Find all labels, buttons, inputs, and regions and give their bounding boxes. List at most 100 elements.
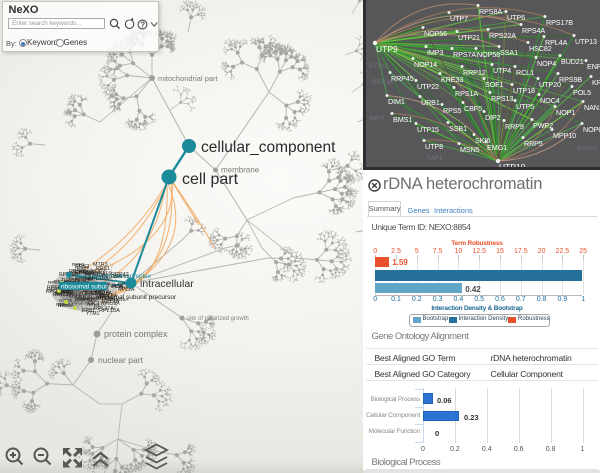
svg-text:RPL39: RPL39	[55, 292, 71, 298]
svg-text:RPS28A: RPS28A	[101, 301, 120, 307]
svg-text:UTP22: UTP22	[417, 82, 439, 91]
svg-text:RPF2: RPF2	[72, 262, 85, 268]
svg-text:ENP1: ENP1	[587, 62, 600, 71]
svg-text:membrane: membrane	[221, 166, 260, 175]
svg-text:SPB1: SPB1	[118, 282, 132, 288]
svg-text:EBP2: EBP2	[57, 290, 70, 296]
svg-text:NOP56: NOP56	[424, 29, 447, 38]
svg-text:RPS8A: RPS8A	[479, 7, 502, 16]
svg-text:ERB1: ERB1	[82, 308, 95, 314]
svg-text:YTM1: YTM1	[86, 311, 100, 317]
svg-text:RPS19A: RPS19A	[102, 274, 122, 280]
svg-text:RPL7A: RPL7A	[58, 303, 75, 309]
svg-text:NOP9: NOP9	[68, 290, 82, 296]
svg-text:UTP13: UTP13	[575, 37, 597, 46]
svg-text:UTP5: UTP5	[516, 102, 534, 111]
svg-text:UTP6: UTP6	[507, 13, 525, 22]
svg-text:BMS1: BMS1	[393, 115, 412, 124]
svg-text:ribosomal subunit: ribosomal subunit	[61, 284, 112, 291]
svg-text:SSA1: SSA1	[500, 48, 518, 57]
svg-text:POL5: POL5	[573, 88, 591, 97]
svg-text:RPS1A: RPS1A	[455, 89, 478, 98]
svg-text:RRP6: RRP6	[55, 291, 69, 297]
svg-text:DRS1: DRS1	[82, 291, 97, 297]
svg-text:NOP58: NOP58	[477, 50, 500, 59]
svg-text:RRS1: RRS1	[96, 266, 110, 272]
svg-text:SSB1: SSB1	[449, 124, 467, 133]
svg-text:IMP4: IMP4	[369, 115, 385, 122]
svg-text:IMP4: IMP4	[97, 294, 109, 300]
svg-text:RPL26A: RPL26A	[46, 289, 66, 295]
svg-text:cell part: cell part	[182, 171, 239, 188]
svg-text:RPS22A: RPS22A	[489, 31, 516, 40]
svg-text:NOP1: NOP1	[61, 289, 74, 294]
svg-text:RPS2: RPS2	[75, 264, 89, 270]
svg-text:FAF1: FAF1	[427, 155, 443, 162]
svg-text:SKI6: SKI6	[475, 136, 490, 145]
svg-text:NOP14: NOP14	[414, 60, 437, 69]
svg-text:NIP7: NIP7	[85, 276, 96, 282]
svg-text:RPL31A: RPL31A	[48, 280, 66, 285]
svg-text:RPL21A: RPL21A	[102, 283, 120, 288]
svg-text:RPL25: RPL25	[109, 284, 123, 289]
svg-text:RRP5: RRP5	[524, 139, 543, 148]
svg-text:SAS10: SAS10	[577, 145, 598, 152]
svg-text:TIF6: TIF6	[61, 278, 71, 284]
svg-text:NOP6: NOP6	[583, 125, 600, 134]
svg-text:IMP3: IMP3	[427, 48, 443, 57]
svg-text:RPL30: RPL30	[71, 277, 86, 283]
svg-text:SNU13: SNU13	[91, 296, 107, 301]
svg-text:CBF5: CBF5	[75, 270, 89, 276]
svg-text:PWP2: PWP2	[533, 121, 553, 130]
svg-text:NOC4: NOC4	[540, 96, 560, 105]
svg-text:RPL16A: RPL16A	[88, 276, 109, 282]
svg-text:RPS13: RPS13	[491, 94, 513, 103]
svg-text:SOF1: SOF1	[485, 80, 503, 89]
svg-text:RPS21A: RPS21A	[91, 291, 112, 297]
svg-text:UTP10: UTP10	[499, 162, 526, 167]
svg-text:NOP8: NOP8	[58, 303, 71, 309]
svg-text:UTP7: UTP7	[450, 14, 468, 23]
svg-text:UTP21: UTP21	[458, 33, 480, 42]
svg-text:RRP43: RRP43	[114, 274, 130, 279]
svg-text:RPL5: RPL5	[85, 271, 98, 277]
svg-text:NOP4: NOP4	[537, 59, 556, 68]
svg-text:EMG1: EMG1	[487, 143, 507, 152]
svg-text:RPL4A: RPL4A	[545, 38, 568, 47]
svg-text:DBP2: DBP2	[77, 265, 90, 270]
svg-text:MPP10: MPP10	[553, 131, 576, 140]
svg-text:NOP7: NOP7	[91, 269, 105, 275]
svg-text:URB1: URB1	[421, 98, 440, 107]
svg-text:RCL1: RCL1	[516, 68, 534, 77]
svg-text:DIM1: DIM1	[388, 97, 405, 106]
svg-text:RPS9B: RPS9B	[559, 75, 582, 84]
svg-text:RPL8A: RPL8A	[100, 294, 118, 300]
svg-text:ribosomal subunit precursor: ribosomal subunit precursor	[96, 294, 177, 301]
svg-text:nuclear part: nuclear part	[98, 355, 144, 365]
svg-text:UTP30: UTP30	[76, 295, 92, 301]
svg-text:SSF1: SSF1	[106, 297, 118, 302]
svg-text:RPL9A: RPL9A	[98, 295, 114, 301]
svg-text:MTR3: MTR3	[93, 262, 108, 268]
svg-text:RPS23A: RPS23A	[75, 270, 95, 276]
svg-text:SKI7: SKI7	[99, 291, 110, 297]
svg-text:RPS1A: RPS1A	[80, 297, 97, 303]
svg-text:RPL3: RPL3	[87, 302, 100, 308]
svg-text:CSL4: CSL4	[99, 270, 111, 276]
svg-text:CIC1: CIC1	[88, 301, 100, 307]
svg-text:MSN5: MSN5	[460, 145, 480, 154]
svg-text:RPS7A: RPS7A	[453, 50, 476, 59]
svg-text:LRP1: LRP1	[69, 293, 82, 299]
svg-text:NOP53: NOP53	[56, 289, 72, 294]
svg-text:RRP36: RRP36	[372, 79, 393, 86]
svg-text:RRP12: RRP12	[463, 68, 486, 77]
svg-text:RPS4A: RPS4A	[522, 26, 545, 35]
svg-text:RPL42A: RPL42A	[103, 284, 123, 290]
svg-text:protein complex: protein complex	[104, 329, 168, 339]
svg-text:RPL1A: RPL1A	[85, 291, 102, 297]
svg-text:RRP8: RRP8	[56, 302, 69, 308]
svg-text:NOP1: NOP1	[556, 108, 575, 117]
svg-text:RRP42: RRP42	[111, 272, 129, 278]
svg-text:RPS4B: RPS4B	[75, 277, 93, 283]
svg-text:BUD21: BUD21	[561, 57, 584, 66]
